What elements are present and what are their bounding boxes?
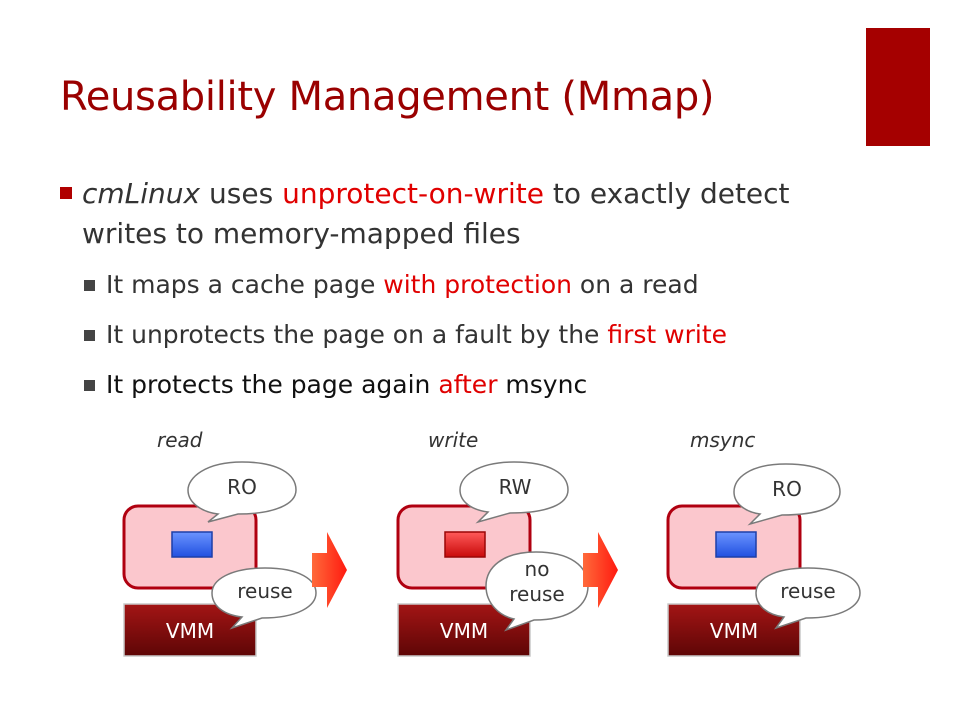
protection-bubble-write bbox=[459, 461, 569, 524]
unprotect-on-write-highlight: unprotect-on-write bbox=[282, 177, 544, 210]
square-bullet-icon bbox=[60, 187, 72, 199]
vmm-label-msync: VMM bbox=[710, 619, 758, 643]
vmm-label-write: VMM bbox=[440, 619, 488, 643]
protection-label-write: RW bbox=[499, 475, 532, 499]
unprotected-page-block-icon bbox=[444, 531, 486, 558]
sub-bullet-map-text: It maps a cache page bbox=[106, 270, 384, 299]
reuse-bubble-msync bbox=[755, 567, 861, 630]
panel-msync: msync VMM RO reuse bbox=[666, 428, 861, 657]
square-bullet-icon bbox=[84, 280, 95, 291]
sub-bullet-unprotect-text: It unprotects the page on a fault by the bbox=[106, 320, 608, 349]
sub-bullet-unprotect: It unprotects the page on a fault by the… bbox=[84, 318, 884, 352]
phase-label-msync: msync bbox=[690, 428, 755, 452]
sub-bullet-map: It maps a cache page with protection on … bbox=[84, 268, 884, 302]
with-protection-highlight: with protection bbox=[383, 270, 572, 299]
bullet-main-text-2: to exactly detect writes to memory-mappe… bbox=[82, 177, 790, 250]
vmm-label-read: VMM bbox=[166, 619, 214, 643]
protection-label-read: RO bbox=[227, 475, 257, 499]
panel-read: read VMM RO reuse bbox=[122, 428, 317, 657]
panel-write: write VMM RW no reuse bbox=[396, 428, 589, 657]
reuse-label-read: reuse bbox=[237, 579, 293, 603]
sub-bullet-map-text-end: on a read bbox=[571, 270, 699, 299]
after-highlight: after bbox=[438, 370, 498, 399]
protected-page-block-icon bbox=[171, 531, 213, 558]
bullet-main-text: cmLinux uses unprotect-on-write to exact… bbox=[60, 174, 850, 254]
right-arrow-icon bbox=[583, 532, 618, 608]
phase-label-write: write bbox=[428, 428, 478, 452]
bullet-main-text-1: uses bbox=[200, 177, 283, 210]
sub-bullet-protect: It protects the page again after msync bbox=[84, 368, 884, 402]
reuse-label-write-line1: no bbox=[525, 557, 550, 581]
first-write-highlight: first write bbox=[607, 320, 728, 349]
reuse-label-write-line2: reuse bbox=[509, 582, 565, 606]
protection-label-msync: RO bbox=[772, 477, 802, 501]
phase-label-read: read bbox=[157, 428, 203, 452]
sub-bullet-protect-text-end: msync bbox=[497, 370, 588, 399]
protection-bubble-msync bbox=[733, 463, 841, 526]
protected-page-block-icon bbox=[715, 531, 757, 558]
accent-bar bbox=[866, 28, 930, 146]
cmlinux-term: cmLinux bbox=[82, 177, 201, 210]
protection-bubble-read bbox=[187, 461, 297, 523]
slide-title: Reusability Management (Mmap) bbox=[60, 74, 715, 120]
bullet-main: cmLinux uses unprotect-on-write to exact… bbox=[60, 174, 850, 254]
square-bullet-icon bbox=[84, 330, 95, 341]
sub-bullet-protect-text: It protects the page again bbox=[106, 370, 439, 399]
right-arrow-icon bbox=[312, 532, 347, 608]
reuse-label-msync: reuse bbox=[780, 579, 836, 603]
square-bullet-icon bbox=[84, 380, 95, 391]
